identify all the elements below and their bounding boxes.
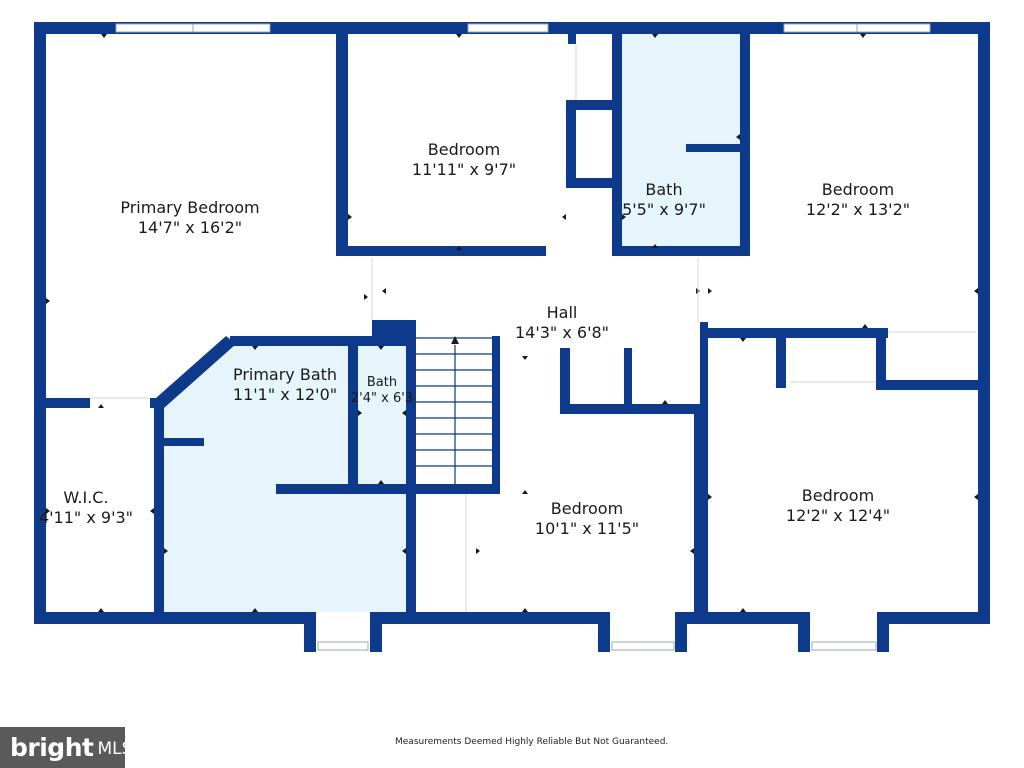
openings [90,44,976,612]
room-name: Primary Bedroom [120,198,260,217]
room-dimensions: 5'5" x 9'7" [622,200,706,219]
room-bath-small: Bath 2'4" x 6'3 [351,375,413,407]
room-name: Bedroom [821,180,895,199]
room-name: Primary Bath [232,365,338,384]
room-name: Bath [645,180,683,199]
room-dimensions: 14'7" x 16'2" [137,218,243,237]
room-dimensions: 12'2" x 13'2" [805,200,911,219]
room-name: Bedroom [550,499,624,518]
room-dimensions: 14'3" x 6'8" [514,323,610,342]
room-dimensions: 4'11" x 9'3" [38,508,134,527]
room-name: Bath [366,375,398,390]
primary-bath-floor [160,340,410,612]
room-dimensions: 11'11" x 9'7" [411,160,517,179]
room-bedroom-top-right: Bedroom 12'2" x 13'2" [806,180,910,220]
dimension-markers [46,34,978,612]
walls [34,22,990,652]
room-bedroom-bottom-center: Bedroom 10'1" x 11'5" [535,499,639,539]
room-primary-bath: Primary Bath 11'1" x 12'0" [233,365,337,405]
room-name: Bedroom [427,140,501,159]
room-bath-top: Bath 5'5" x 9'7" [622,180,706,220]
room-bedroom-top: Bedroom 11'11" x 9'7" [412,140,516,180]
room-dimensions: 10'1" x 11'5" [534,519,640,538]
room-dimensions: 2'4" x 6'3 [350,391,414,406]
room-primary-bedroom: Primary Bedroom 14'7" x 16'2" [120,198,259,238]
stair-arrow-icon [451,336,459,344]
logo-suffix: MLS [97,739,133,759]
disclaimer-text: Measurements Deemed Highly Reliable But … [395,737,669,747]
stairs [416,337,494,484]
room-hall: Hall 14'3" x 6'8" [515,303,609,343]
room-wic: W.I.C. 4'11" x 9'3" [39,488,133,528]
room-bedroom-bottom-right: Bedroom 12'2" x 12'4" [786,486,890,526]
room-name: Bedroom [801,486,875,505]
small-bath-floor [352,345,410,485]
room-dimensions: 11'1" x 12'0" [232,385,338,404]
room-dimensions: 12'2" x 12'4" [785,506,891,525]
logo-word: bright [10,733,94,762]
room-name: W.I.C. [63,488,109,507]
bath-floor [612,33,747,251]
bright-mls-logo: bright MLS [0,727,132,768]
room-name: Hall [546,303,578,322]
